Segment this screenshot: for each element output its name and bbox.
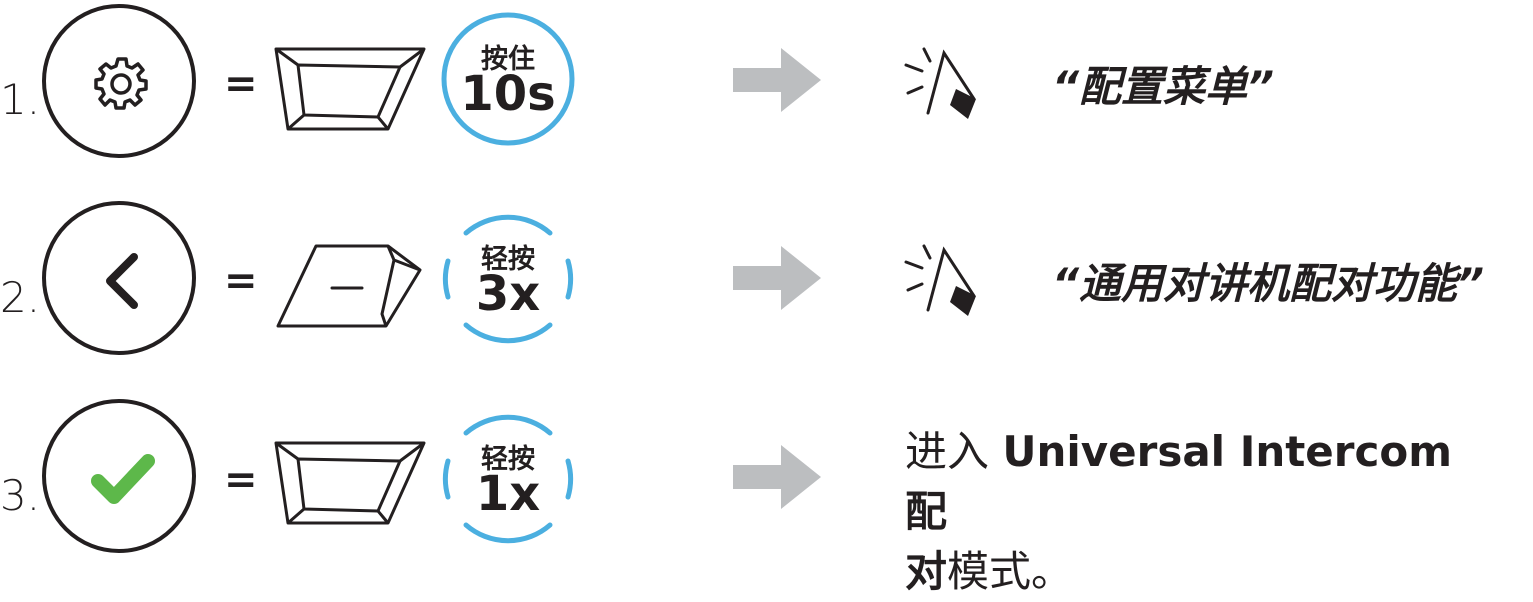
checkmark-icon — [91, 454, 155, 504]
step-1: 1. = 按住 10s “配置菜单” — [0, 3, 1533, 163]
result-text-end: 模式。 — [947, 547, 1074, 596]
back-button-circle — [42, 201, 196, 355]
badge-count-label: 10s — [460, 66, 556, 122]
result-mode-name-cont: 对 — [905, 547, 948, 596]
main-button-shape — [274, 47, 426, 131]
equals-sign: = — [224, 61, 258, 107]
confirm-button-circle — [42, 399, 196, 553]
step-2: 2. = 轻按 3x “通用对讲机配对功能” — [0, 200, 1533, 360]
result-description: 进入 Universal Intercom 配对模式。 — [905, 422, 1505, 602]
result-mode-name: Universal Intercom 配 — [905, 427, 1453, 536]
badge-action-label: 轻按 — [481, 244, 535, 275]
speaker-icon — [904, 47, 976, 119]
press-duration-badge: 按住 10s — [440, 11, 576, 147]
chevron-left-icon — [106, 253, 138, 309]
step-number: 3. — [0, 471, 41, 520]
step-number: 1. — [0, 75, 41, 124]
step-3: 3. = 轻按 1x — [0, 397, 1533, 557]
voice-prompt: “通用对讲机配对功能” — [1052, 259, 1485, 308]
arrow-right-icon — [733, 246, 821, 310]
equals-sign: = — [224, 258, 258, 304]
arrow-right-icon — [733, 48, 821, 112]
speaker-icon — [904, 244, 976, 316]
badge-action-label: 轻按 — [481, 444, 535, 475]
badge-count-label: 1x — [475, 466, 541, 522]
settings-button-circle — [42, 4, 196, 158]
voice-prompt: “配置菜单” — [1052, 62, 1275, 111]
tap-count-badge: 轻按 3x — [440, 211, 576, 347]
badge-action-label: 按住 — [481, 44, 535, 75]
gear-icon — [94, 57, 148, 110]
step-number: 2. — [0, 273, 41, 322]
tap-count-badge: 轻按 1x — [440, 411, 576, 547]
badge-count-label: 3x — [475, 266, 541, 322]
arrow-right-icon — [733, 445, 821, 509]
equals-sign: = — [224, 457, 258, 503]
side-button-shape — [276, 244, 422, 328]
result-text: 进入 — [905, 427, 1003, 476]
main-button-shape — [274, 441, 426, 525]
